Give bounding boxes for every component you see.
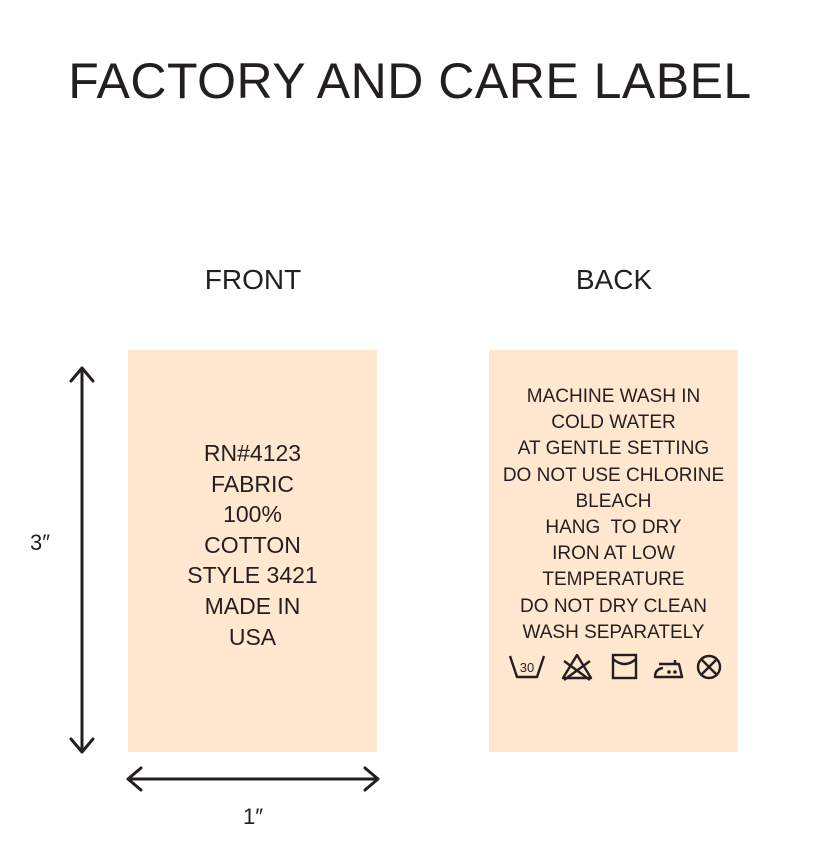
care-line: AT GENTLE SETTING <box>517 438 710 460</box>
front-heading: FRONT <box>204 264 302 295</box>
front-line-fabric: FABRIC <box>210 470 295 497</box>
iron-low-icon <box>653 660 684 679</box>
back-label: MACHINE WASH IN COLD WATER AT GENTLE SET… <box>489 350 738 752</box>
care-line: WASH SEPARATELY <box>522 621 705 643</box>
front-line-percent: 100% <box>223 501 282 528</box>
care-line: DO NOT USE CHLORINE <box>502 464 725 486</box>
do-not-dry-clean-icon <box>696 654 722 680</box>
height-dimension-label: 3″ <box>30 530 51 555</box>
care-symbols: 30 <box>503 650 725 686</box>
back-label-text: MACHINE WASH IN COLD WATER AT GENTLE SET… <box>489 384 738 646</box>
width-arrow <box>126 766 380 792</box>
front-line-material: COTTON <box>204 531 301 558</box>
care-line: COLD WATER <box>551 412 676 434</box>
care-line: DO NOT DRY CLEAN <box>520 595 707 617</box>
wash-30-icon: 30 <box>508 655 546 679</box>
front-line-style: STYLE 3421 <box>187 562 318 589</box>
front-line-rn: RN#4123 <box>203 440 302 466</box>
page-title: FACTORY AND CARE LABEL <box>68 53 752 109</box>
care-line: MACHINE WASH IN <box>526 386 701 407</box>
back-heading: BACK <box>575 264 653 295</box>
front-line-country: USA <box>228 623 277 650</box>
front-label: RN#4123 FABRIC 100% COTTON STYLE 3421 MA… <box>128 350 377 752</box>
care-line: IRON AT LOW <box>552 543 675 565</box>
front-label-text: RN#4123 FABRIC 100% COTTON STYLE 3421 MA… <box>128 438 377 652</box>
care-line: TEMPERATURE <box>542 569 685 591</box>
front-line-made-in: MADE IN <box>204 592 301 619</box>
width-dimension-label: 1″ <box>243 804 264 829</box>
care-line: HANG TO DRY <box>545 517 682 539</box>
line-dry-icon <box>611 653 638 680</box>
height-arrow <box>69 366 95 754</box>
do-not-bleach-icon <box>561 653 593 681</box>
wash-temperature-text: 30 <box>520 660 534 675</box>
care-line: BLEACH <box>575 490 652 512</box>
